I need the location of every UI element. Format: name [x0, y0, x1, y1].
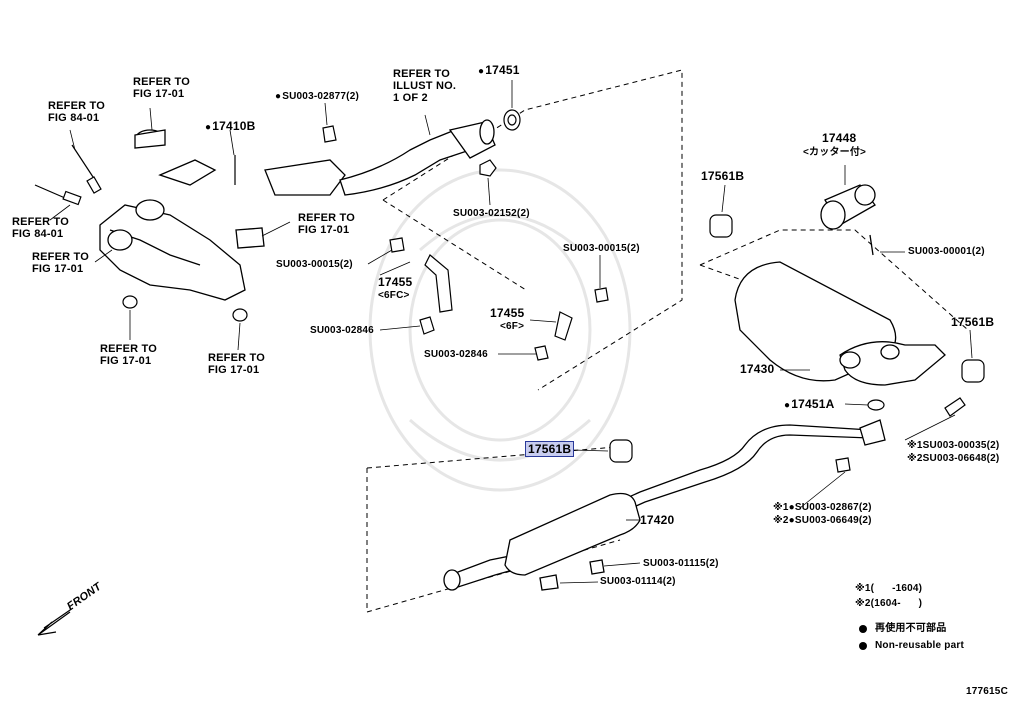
front-pipe-cat — [158, 119, 496, 196]
center-pipe-resonator — [443, 419, 886, 591]
part-17561b-top[interactable]: 17561B — [701, 169, 745, 183]
part-su003-01114[interactable]: SU003-01114(2) — [600, 576, 676, 587]
part-17410b[interactable]: 17410B — [205, 120, 256, 134]
part-su003-02877[interactable]: SU003-02877(2) — [275, 91, 359, 103]
legend-non-reusable-jp: 再使用不可部品 — [875, 623, 947, 634]
part-su003-02867[interactable]: ※1●SU003-02867(2) — [773, 502, 872, 513]
label-refer-fig-84-01-b: REFER TO FIG 84-01 — [12, 216, 70, 240]
legend-note-1: ※1( -1604) — [855, 583, 923, 594]
label-refer-fig-17-01-bottom-a: REFER TO FIG 17-01 — [100, 343, 158, 367]
part-17455-6f-note: <6F> — [500, 321, 525, 332]
label-refer-fig-17-01-top: REFER TO FIG 17-01 — [133, 76, 191, 100]
tail-pipe-cutter — [820, 184, 876, 256]
dashed-outline-upper — [382, 69, 683, 391]
legend-bullets — [859, 625, 867, 650]
part-su003-00001[interactable]: SU003-00001(2) — [908, 246, 985, 257]
part-17451a[interactable]: 17451A — [784, 398, 835, 412]
rear-muffler — [734, 261, 946, 386]
part-17420[interactable]: 17420 — [640, 513, 675, 527]
part-17455-6fc-note: <6FC> — [378, 290, 410, 301]
part-su003-06648[interactable]: ※2SU003-06648(2) — [907, 453, 1000, 464]
label-refer-fig-17-01-left: REFER TO FIG 17-01 — [32, 251, 90, 275]
hangers — [609, 214, 985, 473]
part-su003-02152[interactable]: SU003-02152(2) — [453, 208, 530, 219]
label-refer-fig-17-01-right: REFER TO FIG 17-01 — [298, 212, 356, 236]
part-17451[interactable]: 17451 — [478, 64, 520, 78]
part-17448-note: <カッター付> — [803, 147, 867, 158]
part-su003-02846-b[interactable]: SU003-02846 — [424, 349, 488, 360]
part-su003-00035[interactable]: ※1SU003-00035(2) — [907, 440, 1000, 451]
figure-code: 177615C — [966, 686, 1008, 697]
part-17430[interactable]: 17430 — [740, 362, 775, 376]
part-17448[interactable]: 17448 — [822, 131, 857, 145]
part-su003-00015-right[interactable]: SU003-00015(2) — [563, 243, 640, 254]
label-refer-fig-17-01-bottom-b: REFER TO FIG 17-01 — [208, 352, 266, 376]
o2-sensors — [34, 144, 102, 206]
small-parts — [122, 109, 609, 361]
part-17455-6f[interactable]: 17455 — [490, 306, 525, 320]
exhaust-manifold — [99, 129, 265, 301]
part-17561b-highlighted[interactable]: 17561B — [525, 441, 575, 457]
watermark-emblem — [368, 168, 632, 492]
legend-non-reusable-en: Non-reusable part — [875, 640, 964, 651]
part-su003-06649[interactable]: ※2●SU003-06649(2) — [773, 515, 872, 526]
part-su003-01115[interactable]: SU003-01115(2) — [643, 558, 719, 569]
part-su003-00015-left[interactable]: SU003-00015(2) — [276, 259, 353, 270]
label-refer-fig-84-01-a: REFER TO FIG 84-01 — [48, 100, 106, 124]
part-17561b-right[interactable]: 17561B — [951, 315, 995, 329]
leader-lines — [49, 80, 973, 584]
part-su003-02846-a[interactable]: SU003-02846 — [310, 325, 374, 336]
legend-note-2: ※2(1604- ) — [855, 598, 923, 609]
part-17455-6fc[interactable]: 17455 — [378, 275, 413, 289]
label-refer-illust: REFER TO ILLUST NO. 1 OF 2 — [393, 68, 457, 104]
front-arrow-icon — [37, 607, 74, 636]
